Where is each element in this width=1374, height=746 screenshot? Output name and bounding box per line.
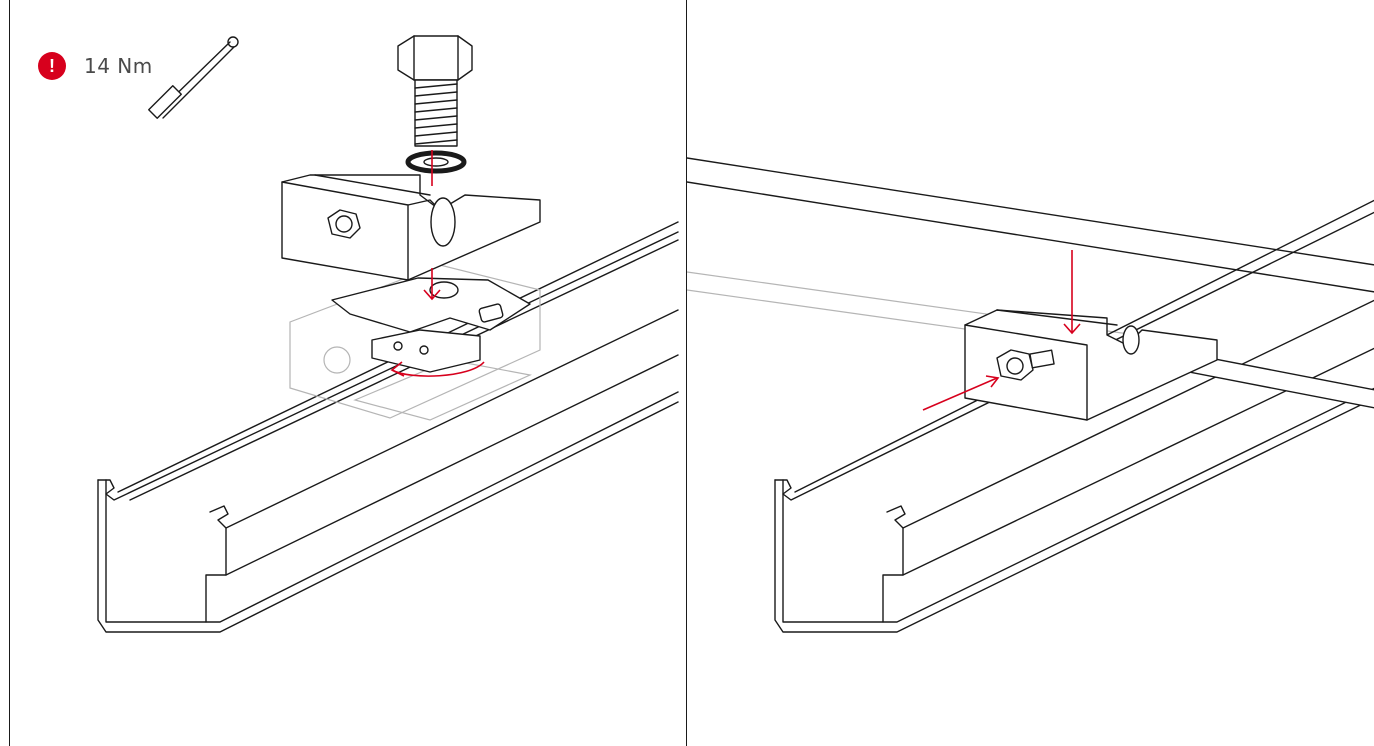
installed-clamp (964, 309, 1218, 421)
clamp-cap (281, 174, 541, 281)
torque-wrench-icon (148, 36, 239, 119)
alert-icon: ! (38, 52, 66, 80)
hex-bolt (397, 35, 473, 147)
rail-profile (774, 199, 1374, 633)
torque-callout: ! 14 Nm (38, 52, 153, 80)
slide-nut-plate (331, 277, 531, 373)
clamp-assembly-illustration (97, 35, 679, 633)
step-panel-left: ! 14 Nm (9, 0, 686, 746)
step-panel-right (686, 0, 1374, 746)
rail-profile (97, 221, 679, 633)
assembly-arrows (922, 250, 1081, 411)
washer (405, 150, 467, 174)
torque-value: 14 Nm (84, 54, 153, 78)
clamp-fixed-illustration (687, 157, 1374, 633)
assembly-arrows (390, 150, 485, 377)
